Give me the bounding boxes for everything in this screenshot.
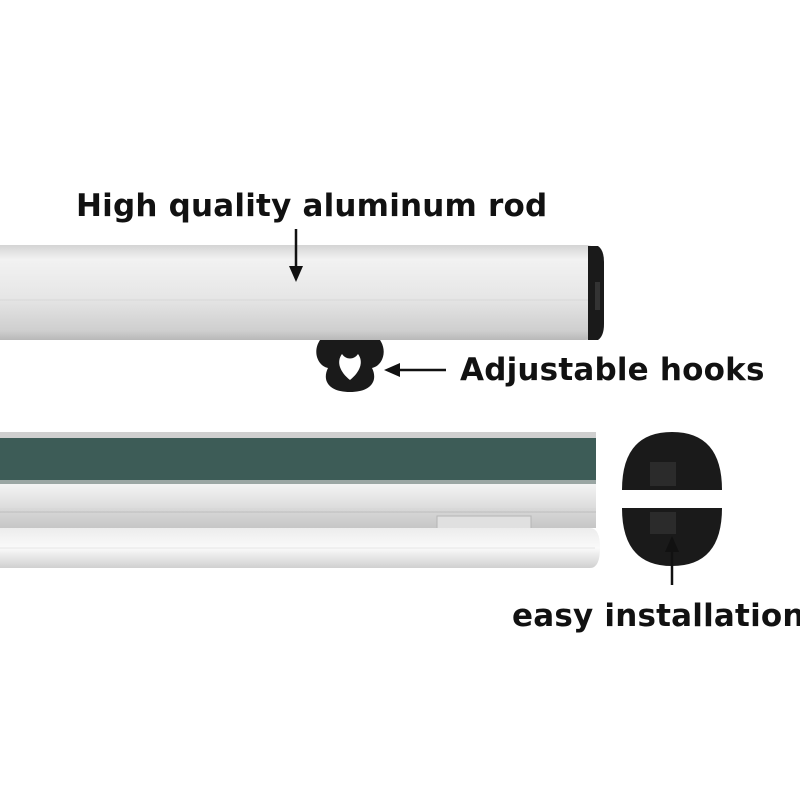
hooks-label: Adjustable hooks (460, 352, 765, 388)
poster-rail (0, 432, 600, 568)
rail-slider (436, 515, 532, 531)
arrow-left-icon (384, 363, 446, 377)
arrow-down-icon (289, 229, 303, 282)
end-cap-upper (622, 432, 722, 490)
poster-green-strip (0, 438, 596, 480)
arrow-down-icon-install (665, 536, 679, 585)
installation-label: easy installation (512, 598, 800, 634)
rod-label: High quality aluminum rod (76, 188, 548, 224)
aluminum-rod (0, 245, 604, 340)
adjustable-hook (316, 340, 384, 392)
